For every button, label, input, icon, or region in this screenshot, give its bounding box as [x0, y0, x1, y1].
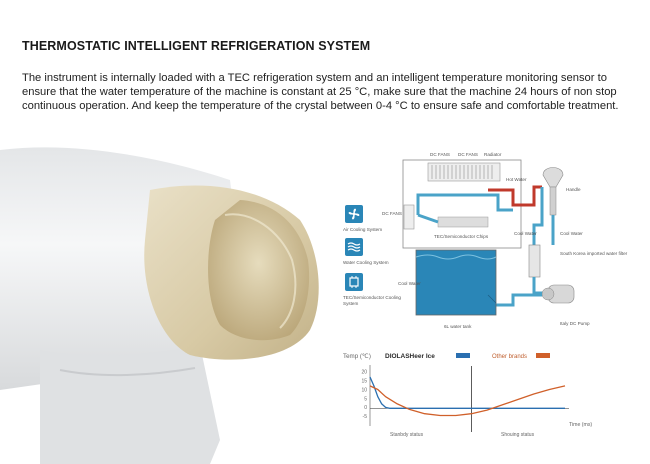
- water-tank: [415, 249, 497, 316]
- handpiece-image: [0, 147, 319, 464]
- tec-chip-icon: [437, 216, 489, 228]
- chip-icon: [345, 273, 363, 291]
- y-tick-label: 10: [361, 387, 367, 393]
- y-tick-label: 5: [364, 396, 367, 402]
- side-fan-icon: [403, 204, 415, 230]
- y-tick-label: 0: [364, 405, 367, 411]
- legend-water-cooling: Water Cooling System: [343, 260, 389, 265]
- label-tec-chips: TEC/Semiconductor Chips: [434, 234, 489, 239]
- legend-swatch-other: [536, 353, 550, 358]
- y-tick-label: 15: [361, 378, 367, 384]
- label-dc-pump: Italy DC Pump: [560, 321, 590, 326]
- description-text: The instrument is internally loaded with…: [22, 72, 619, 112]
- water-waves-icon: [345, 238, 363, 256]
- page-title: THERMOSTATIC INTELLIGENT REFRIGERATION S…: [22, 39, 371, 53]
- legend-label-other: Other brands: [492, 354, 527, 360]
- label-dc-fans-1: DC FANS: [430, 152, 450, 157]
- y-tick-label: 20: [361, 369, 367, 375]
- legend-label-diolasheer: DIOLASHeer Ice: [385, 353, 435, 360]
- chart-xlabel: Time (ms): [569, 422, 592, 428]
- label-handle: Handle: [566, 187, 581, 192]
- label-cool-water-2: Cool Water: [560, 231, 583, 236]
- hot-water-pipe: [488, 185, 542, 207]
- phase-label-showing: Shouing status: [501, 432, 535, 438]
- y-tick-label: -5: [363, 414, 368, 420]
- label-water-filter: South Korea imported water filter: [560, 251, 628, 256]
- series-line-1: [369, 385, 566, 417]
- legend-tec-cooling: TEC/Semiconductor Cooling System: [343, 295, 401, 306]
- label-hot-water: Hot Water: [506, 177, 527, 182]
- label-water-tank: 6L water tank: [444, 324, 472, 329]
- phase-label-standby: Stanbdy status: [390, 432, 424, 438]
- label-dc-fans-2: DC FANS: [458, 152, 478, 157]
- label-cool-water-1: Cool Water: [514, 231, 537, 236]
- series-line-0: [369, 376, 565, 409]
- label-radiator: Radiator: [484, 152, 502, 157]
- legend-air-cooling: Air Cooling System: [343, 227, 383, 232]
- water-filter-icon: [528, 244, 541, 278]
- legend-swatch-diolasheer: [456, 353, 470, 358]
- fan-icon: [345, 205, 363, 223]
- refrigeration-schematic: DC FANS DC FANS Radiator Hot Water Handl…: [382, 152, 628, 329]
- temperature-chart: Temp (℃) DIOLASHeer Ice Other brands 20 15…: [343, 353, 592, 438]
- label-tank-water: Cool Water: [398, 281, 421, 286]
- handle-icon: [542, 167, 564, 188]
- label-dc-fans-side: DC FANS: [382, 211, 402, 216]
- chart-ylabel: Temp (℃): [343, 353, 371, 360]
